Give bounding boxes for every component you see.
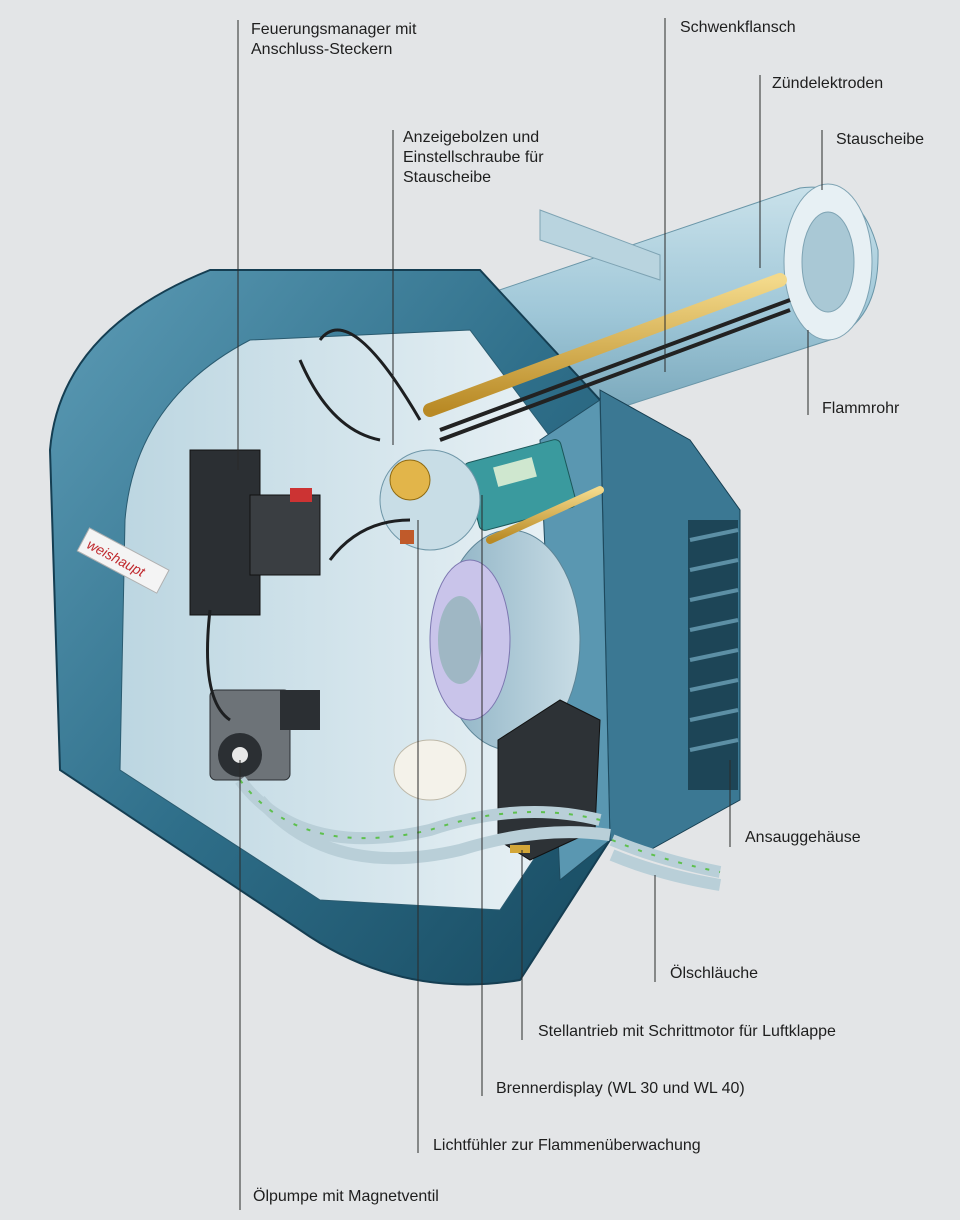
- label-oelschlaeuche: Ölschläuche: [670, 965, 759, 982]
- oil-pump: [209, 689, 320, 781]
- cables: [206, 328, 422, 722]
- burner-display: [463, 439, 577, 531]
- ignition-electrodes: [423, 273, 791, 544]
- label-stauscheibe: Stauscheibe: [836, 131, 925, 148]
- photocell: [379, 449, 481, 551]
- label-stellantrieb: Stellantrieb mit Schrittmotor für Luftkl…: [538, 1023, 836, 1040]
- label-ansauggehaeuse: Ansauggehäuse: [745, 829, 861, 846]
- label-brennerdisplay: Brennerdisplay (WL 30 und WL 40): [496, 1080, 745, 1097]
- label-feuerungsmanager: Feuerungsmanager mit Anschluss-Steckern: [251, 21, 417, 58]
- fan-wheel: [429, 529, 581, 751]
- label-flammrohr: Flammrohr: [822, 400, 900, 417]
- oil-hoses: [235, 776, 722, 891]
- combustion-manager: [189, 449, 321, 616]
- nozzle-cylinder: [393, 739, 467, 801]
- leader-lines: [237, 18, 823, 1210]
- label-anzeigebolzen: Anzeigebolzen und Einstellschraube für S…: [403, 129, 544, 186]
- label-oelpumpe: Ölpumpe mit Magnetventil: [253, 1188, 439, 1205]
- label-schwenkflansch: Schwenkflansch: [680, 19, 796, 36]
- label-lichtfuehler: Lichtfühler zur Flammenüberwachung: [433, 1137, 701, 1154]
- label-zuendelektroden: Zündelektroden: [772, 75, 884, 92]
- intake-grille: [688, 520, 739, 790]
